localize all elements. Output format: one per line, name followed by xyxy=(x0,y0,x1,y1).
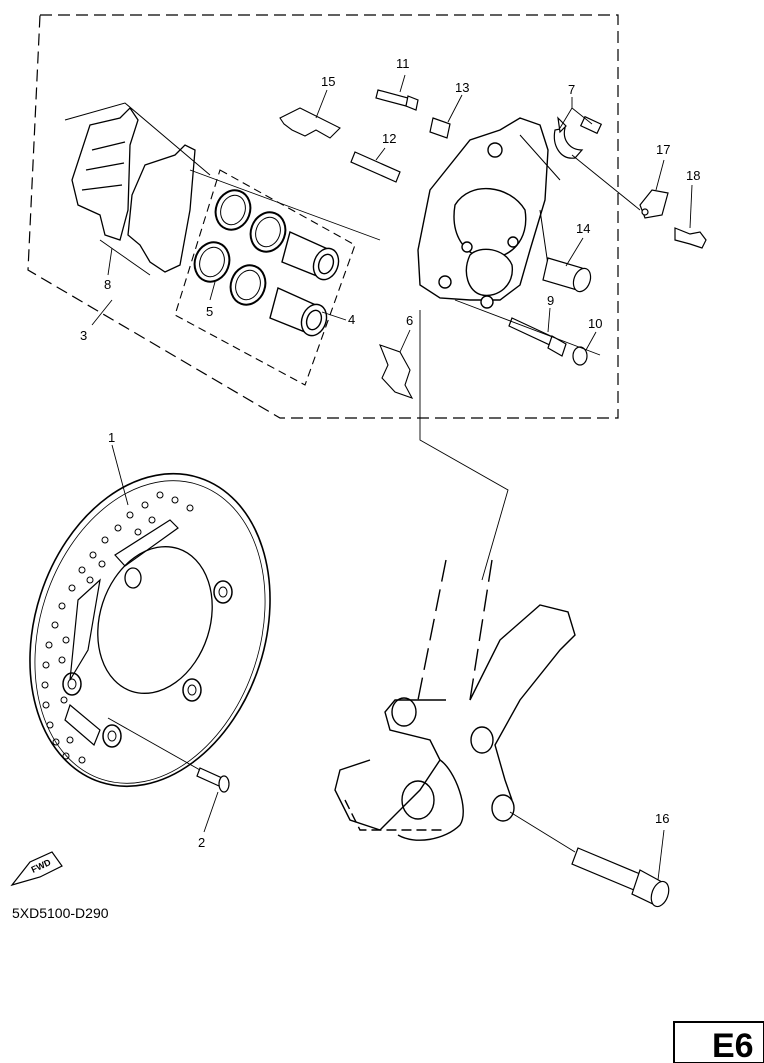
fork-leg xyxy=(334,559,576,841)
pad-leader-lines xyxy=(99,169,381,276)
pistons xyxy=(269,231,340,337)
callout-12: 12 xyxy=(382,131,396,146)
callout-2: 2 xyxy=(198,835,205,850)
callout-7: 7 xyxy=(568,82,575,97)
hose-guide-and-bolt xyxy=(639,189,707,249)
callout-15: 15 xyxy=(321,74,335,89)
callout-11: 11 xyxy=(396,56,410,71)
callout-leaders xyxy=(91,74,693,881)
callout-5: 5 xyxy=(206,304,213,319)
callout-labels: 1 2 3 4 5 6 7 8 9 10 11 12 13 14 15 16 1… xyxy=(80,56,700,850)
callout-8: 8 xyxy=(104,277,111,292)
bleed-screw xyxy=(553,115,603,159)
callout-14: 14 xyxy=(576,221,590,236)
disc-drill-holes xyxy=(41,491,194,764)
brake-pads xyxy=(64,102,211,273)
callout-4: 4 xyxy=(348,312,355,327)
piston-seals xyxy=(193,189,287,306)
callout-10: 10 xyxy=(588,316,602,331)
pad-springs xyxy=(279,107,414,399)
callout-16: 16 xyxy=(655,811,669,826)
caliper-body xyxy=(417,117,561,309)
callout-13: 13 xyxy=(455,80,469,95)
assembly-axis-lines xyxy=(419,154,641,581)
disc-bolt-axis xyxy=(107,717,201,771)
caliper-fasteners xyxy=(350,89,592,366)
seal-kit-boundary xyxy=(174,169,356,386)
sheet-label: E6 xyxy=(712,1027,754,1063)
axle-bolt xyxy=(571,847,670,908)
axle-bolt-axis xyxy=(509,811,576,853)
diagram-code: 5XD5100-D290 xyxy=(12,905,109,921)
callout-1: 1 xyxy=(108,430,115,445)
disc-bolt xyxy=(196,767,230,793)
callout-9: 9 xyxy=(547,293,554,308)
sheet-label-box: E6 xyxy=(673,1021,764,1063)
callout-3: 3 xyxy=(80,328,87,343)
forward-arrow-icon: FWD xyxy=(10,851,63,887)
callout-18: 18 xyxy=(686,168,700,183)
callout-6: 6 xyxy=(406,313,413,328)
brake-disc xyxy=(29,472,271,788)
callout-17: 17 xyxy=(656,142,670,157)
